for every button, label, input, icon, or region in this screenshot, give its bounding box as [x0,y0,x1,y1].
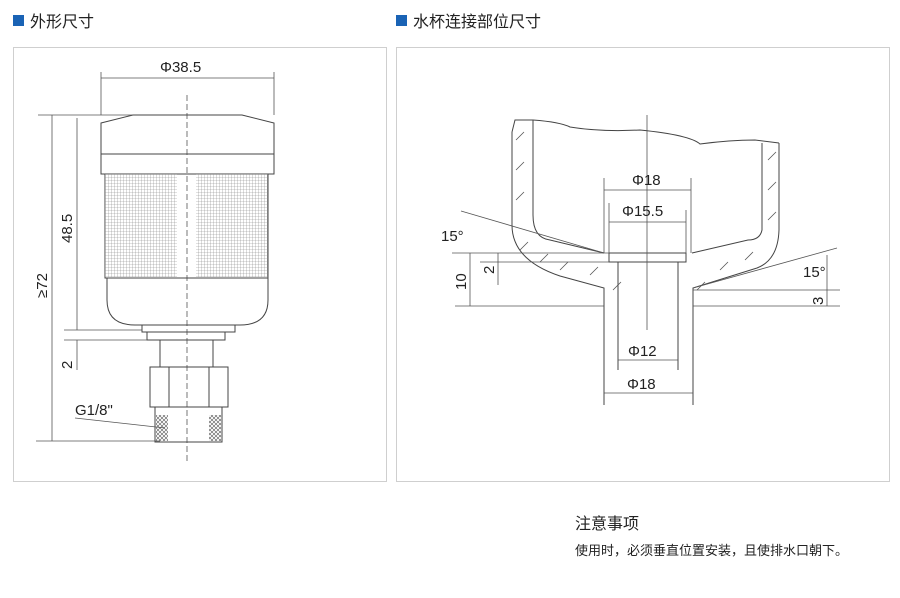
label-d-bottom-inner: Φ12 [628,343,657,360]
filter-drawing: Φ38.5 ≥72 48.5 2 G1/8" [34,59,275,462]
label-d-bottom-outer: Φ18 [627,376,656,393]
notes: 注意事项 使用时，必须垂直位置安装，且使排水口朝下。 [575,510,848,559]
label-depth: 10 [453,273,470,290]
filter-bowl [106,278,269,326]
label-body-height: 48.5 [59,214,76,243]
section-title-cup: 水杯连接部位尺寸 [396,8,541,32]
label-step: 2 [481,266,498,274]
mesh-right [196,174,268,277]
label-angle-right: 15° [803,264,826,281]
section-title-text: 水杯连接部位尺寸 [413,14,542,31]
cup-inner-right [691,143,763,254]
cup-connection-panel [396,47,890,482]
label-d-top-inner: Φ15.5 [622,203,663,220]
notes-text: 使用时，必须垂直位置安装，且使排水口朝下。 [575,543,849,558]
thread-fitting [154,406,223,443]
cup-connection-drawing: Φ18 Φ15.5 10 2 15° 15° 3 Φ12 Φ18 [441,115,840,405]
filter-cap [100,114,275,175]
cup-inner-left [532,120,605,254]
label-diameter: Φ38.5 [160,59,201,76]
mesh-left [105,174,177,277]
label-height: ≥72 [34,273,51,298]
section-title-text: 外形尺寸 [30,14,95,31]
cup-outer-right [692,143,780,405]
thread-leader [74,417,166,429]
label-offset: 3 [810,297,827,305]
label-angle-left: 15° [441,228,464,245]
square-bullet-icon [13,14,24,26]
hex-nut [149,366,229,408]
label-d-top-outer: Φ18 [632,172,661,189]
label-gap: 2 [59,361,76,369]
notes-title: 注意事项 [575,516,640,533]
stem [159,339,214,368]
cup-outer-left [511,132,605,405]
cup-rim [511,119,780,145]
section-title-outer: 外形尺寸 [13,8,94,32]
square-bullet-icon [396,14,407,26]
label-thread: G1/8" [75,402,113,419]
